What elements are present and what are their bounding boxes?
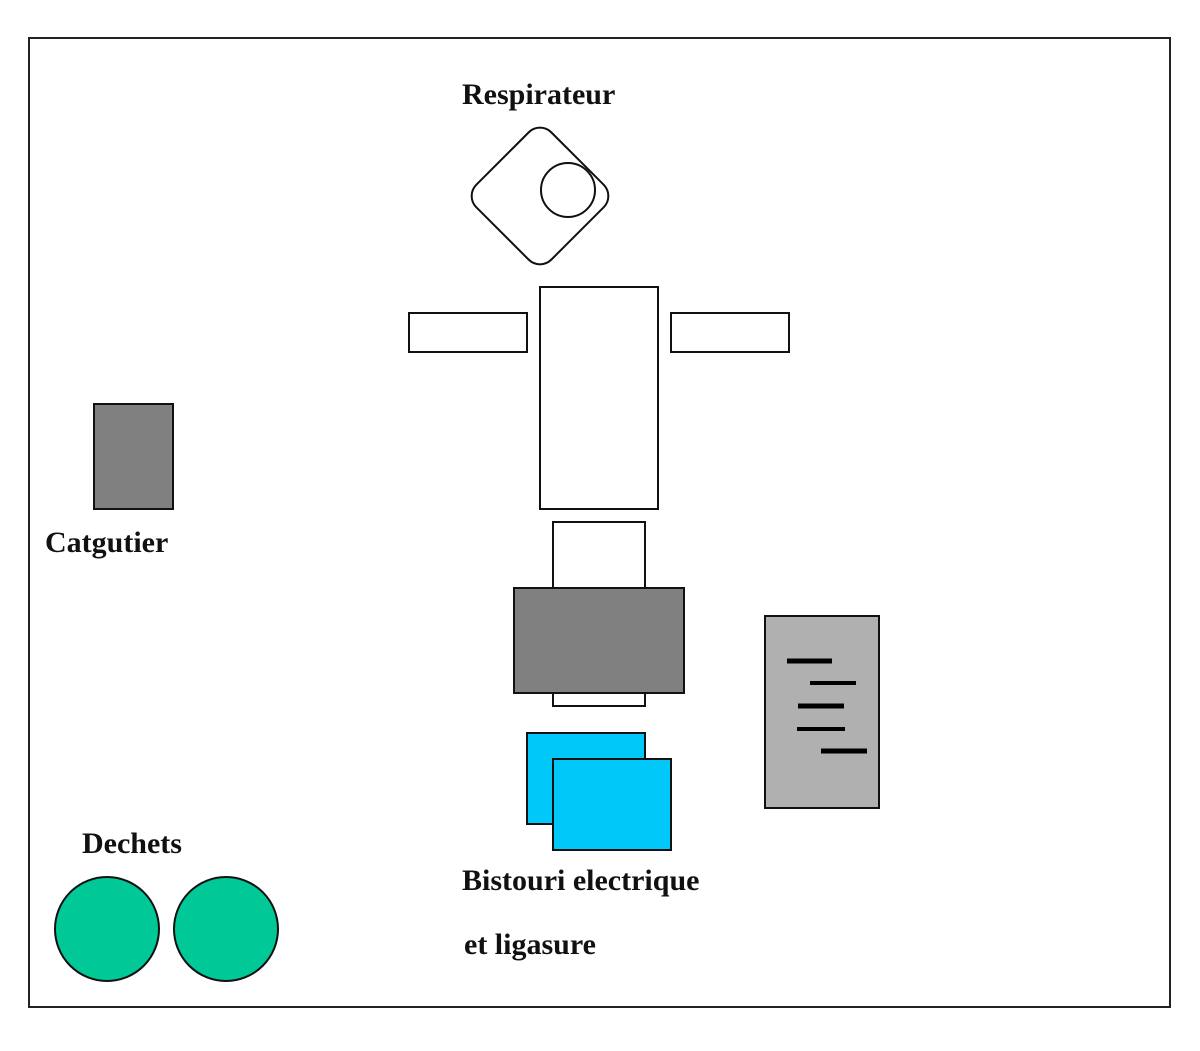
respirator-device — [470, 126, 610, 266]
table-body — [539, 286, 659, 510]
arm-board-right — [670, 312, 790, 353]
waste-bin-left — [54, 876, 160, 982]
instrument-table — [513, 587, 685, 694]
arm-board-left — [408, 312, 528, 353]
ligasure-unit — [552, 758, 672, 851]
respirateur-label: Respirateur — [462, 78, 616, 111]
dechets-label: Dechets — [82, 827, 182, 860]
side-table-surface — [764, 615, 880, 809]
waste-bins — [54, 876, 279, 982]
bistouri-label-line2: et ligasure — [464, 928, 596, 961]
catgutier-cabinet — [93, 403, 174, 510]
bistouri-label-line1: Bistouri electrique — [462, 864, 700, 897]
waste-bin-right — [173, 876, 279, 982]
respirator-body — [470, 126, 610, 266]
table-foot-section — [552, 521, 646, 589]
instrument-side-table — [764, 615, 880, 809]
respirator-dial — [540, 162, 596, 218]
operating-table — [408, 286, 790, 707]
bistouri-ligasure-units — [526, 732, 672, 851]
catgutier-label: Catgutier — [45, 526, 169, 559]
